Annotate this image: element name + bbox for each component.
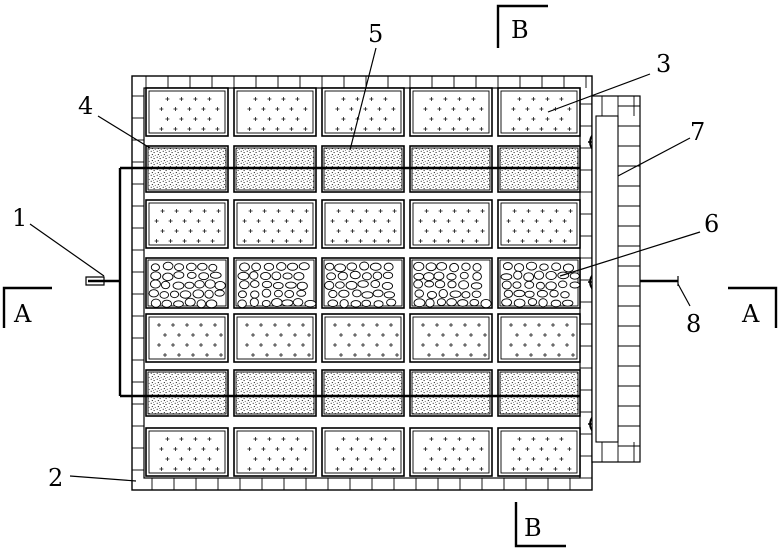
vegetation-cell <box>321 313 405 363</box>
vegetation-cell <box>145 87 229 137</box>
sand-cell <box>233 369 317 417</box>
vegetation-cell <box>321 199 405 249</box>
vegetation-cell <box>409 199 493 249</box>
vegetation-cell <box>321 427 405 477</box>
leader-6 <box>559 231 701 277</box>
vegetation-cell <box>497 199 581 249</box>
vegetation-cell <box>409 313 493 363</box>
channel-brick-joints <box>601 96 640 462</box>
section-a-left-label: A <box>13 300 32 328</box>
treatment-cell-grid <box>145 87 581 477</box>
label-6: 6 <box>704 210 719 238</box>
vegetation-cell <box>233 427 317 477</box>
label-4: 4 <box>78 92 93 120</box>
leader-4 <box>97 115 151 149</box>
vegetation-cell <box>233 199 317 249</box>
section-marker-b-bottom: B <box>514 502 566 548</box>
section-marker-a-right: A <box>728 286 778 328</box>
leader-3 <box>547 73 651 113</box>
leader-8 <box>677 283 691 307</box>
collection-channel <box>591 95 641 463</box>
vegetation-cell <box>145 313 229 363</box>
vegetation-cell <box>497 313 581 363</box>
vegetation-cell <box>497 87 581 137</box>
section-marker-a-left: A <box>2 286 52 328</box>
gravel-cell <box>233 257 317 309</box>
section-b-bottom-label: B <box>524 514 542 542</box>
label-1: 1 <box>12 204 27 232</box>
vegetation-cell <box>409 427 493 477</box>
label-8: 8 <box>686 310 701 338</box>
vegetation-cell <box>409 87 493 137</box>
vegetation-cell <box>145 427 229 477</box>
vegetation-cell <box>233 87 317 137</box>
label-5: 5 <box>368 20 383 48</box>
label-3: 3 <box>656 50 671 78</box>
sand-cell <box>409 369 493 417</box>
leader-7 <box>617 137 691 177</box>
piping-network <box>85 166 679 398</box>
label-7: 7 <box>690 118 705 146</box>
label-2: 2 <box>48 464 63 492</box>
sand-cell <box>321 369 405 417</box>
gravel-cell <box>321 257 405 309</box>
section-b-top-label: B <box>511 16 529 44</box>
leader-2 <box>69 475 137 482</box>
gravel-cell <box>145 257 229 309</box>
vegetation-cell <box>233 313 317 363</box>
gravel-cell <box>409 257 493 309</box>
leader-5 <box>349 47 377 151</box>
sand-cell <box>497 369 581 417</box>
vegetation-cell <box>321 87 405 137</box>
vegetation-cell <box>497 427 581 477</box>
vegetation-cell <box>145 199 229 249</box>
leader-1 <box>29 223 105 277</box>
inlet-pipe-stub <box>85 276 105 286</box>
gravel-cell <box>497 257 581 309</box>
brick-joints <box>132 76 593 490</box>
leader-lines <box>29 47 701 482</box>
channel-inner <box>595 115 619 443</box>
section-marker-b-top: B <box>496 4 548 48</box>
sand-cell <box>145 369 229 417</box>
section-a-right-label: A <box>741 300 760 328</box>
